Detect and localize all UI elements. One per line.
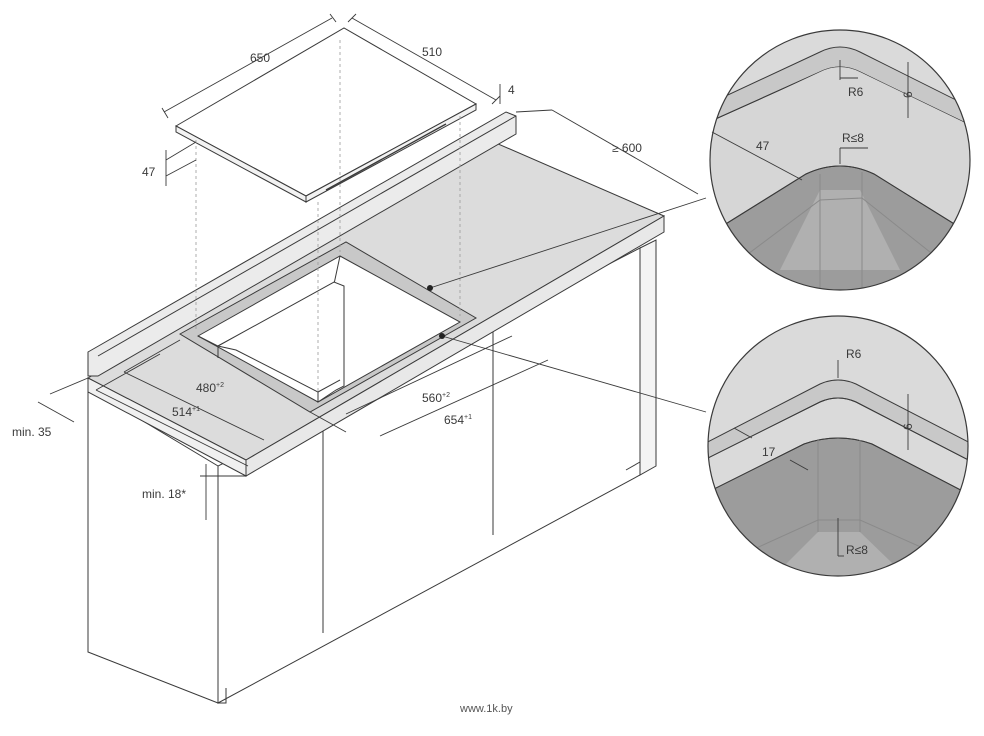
detail-bottom-rebate-depth: 6 [901, 423, 915, 430]
detail-top: R6 6 47 R≤8 [709, 29, 971, 291]
detail-top-rebate-depth: 6 [901, 91, 915, 98]
detail-bottom-radius-outer: R6 [846, 347, 862, 361]
detail-bottom: R6 6 17 R≤8 [707, 315, 969, 577]
cabinet [87, 239, 657, 704]
dim-glass-thickness: 4 [508, 83, 515, 97]
dim-cutout-inner-depth: 480+2 [196, 381, 224, 395]
dim-hob-height: 47 [142, 165, 156, 179]
detail-bottom-radius-inner: R≤8 [846, 543, 868, 557]
dim-hob-width: 650 [250, 51, 270, 65]
detail-top-radius-inner: R≤8 [842, 131, 864, 145]
dim-cutout-outer-width: 654+1 [444, 413, 472, 427]
leader-dot-bottom [439, 333, 445, 339]
dim-wall-clearance: ≥ 600 [612, 141, 642, 155]
projection-lines [195, 40, 461, 392]
detail-top-rebate-width: 47 [756, 139, 770, 153]
dim-edge-min: min. 35 [12, 425, 52, 439]
cutout [178, 241, 478, 413]
dim-cutout-outer-depth: 514+1 [172, 405, 200, 419]
detail-bottom-rebate-width: 17 [762, 445, 776, 459]
detail-top-radius-outer: R6 [848, 85, 864, 99]
dim-cutout-inner-width: 560+2 [422, 391, 450, 405]
dim-hob-depth: 510 [422, 45, 442, 59]
dim-thickness-min: min. 18* [142, 487, 186, 501]
leader-dot-top [427, 285, 433, 291]
dimension-lines [37, 13, 707, 520]
hob [174, 27, 478, 203]
watermark-text: www.1k.by [459, 703, 513, 715]
